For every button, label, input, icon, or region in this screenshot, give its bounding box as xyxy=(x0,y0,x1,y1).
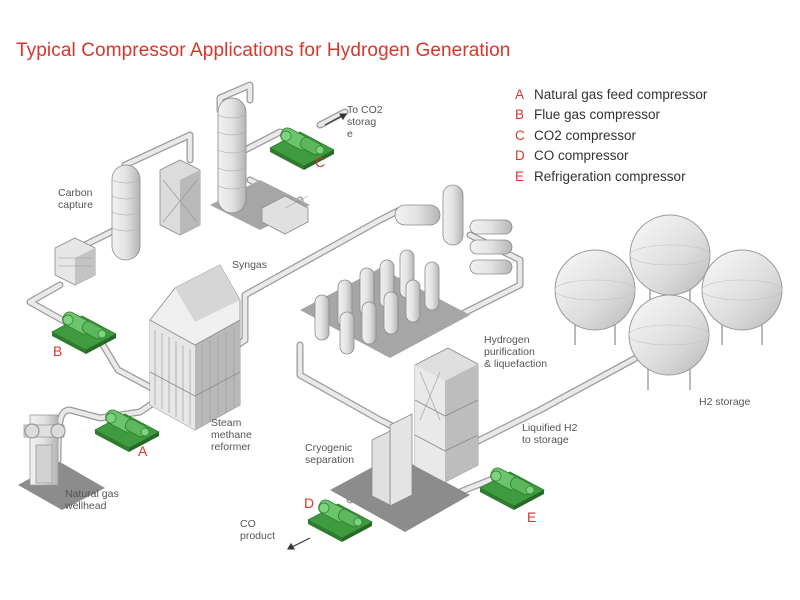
legend-label: Refrigeration compressor xyxy=(534,168,686,184)
wellhead-icon xyxy=(23,414,66,486)
carbon-capture-icon xyxy=(54,97,309,286)
flow-arrows xyxy=(287,113,347,550)
legend-letter: C xyxy=(515,127,525,143)
liquefaction-tower-icon xyxy=(371,347,479,507)
marker-e: E xyxy=(527,509,537,525)
label-h2-storage: H2 storage xyxy=(699,396,751,408)
legend: A Natural gas feed compressor B Flue gas… xyxy=(515,84,707,187)
legend-item-c: C CO2 compressor xyxy=(515,125,707,146)
legend-label: Natural gas feed compressor xyxy=(534,86,708,102)
legend-letter: A xyxy=(515,86,525,102)
label-steam-methane-reformer: Steam methane reformer xyxy=(211,417,252,453)
label-carbon-capture: Carbon capture xyxy=(58,187,94,211)
legend-letter: B xyxy=(515,107,525,123)
legend-letter: D xyxy=(515,148,525,164)
legend-letter: E xyxy=(515,168,525,184)
legend-item-b: B Flue gas compressor xyxy=(515,105,707,126)
label-cryogenic-separation: Cryogenic separation xyxy=(305,442,355,466)
label-to-co2-storage: To CO2 storag e xyxy=(347,104,383,140)
marker-d: D xyxy=(304,495,315,511)
marker-b: B xyxy=(53,343,63,359)
label-liquified-h2: Liquified H2 to storage xyxy=(522,422,578,446)
label-co-product: CO product xyxy=(240,518,276,542)
label-natural-gas-wellhead: Natural gas wellhead xyxy=(65,488,119,512)
marker-c: C xyxy=(315,154,326,170)
legend-item-e: E Refrigeration compressor xyxy=(515,166,707,187)
label-syngas: Syngas xyxy=(232,259,268,271)
legend-item-d: D CO compressor xyxy=(515,146,707,167)
legend-label: Flue gas compressor xyxy=(534,107,661,123)
storage-spheres-icon xyxy=(554,214,783,390)
legend-label: CO compressor xyxy=(534,148,629,164)
compressor-e-icon xyxy=(479,465,545,511)
legend-item-a: A Natural gas feed compressor xyxy=(515,84,707,105)
marker-a: A xyxy=(138,443,148,459)
purification-icon xyxy=(314,184,513,355)
diagram-title: Typical Compressor Applications for Hydr… xyxy=(16,40,511,61)
legend-label: CO2 compressor xyxy=(534,127,637,143)
reformer-icon xyxy=(149,264,241,431)
label-hydrogen-purification: Hydrogen purification & liquefaction xyxy=(484,334,548,370)
